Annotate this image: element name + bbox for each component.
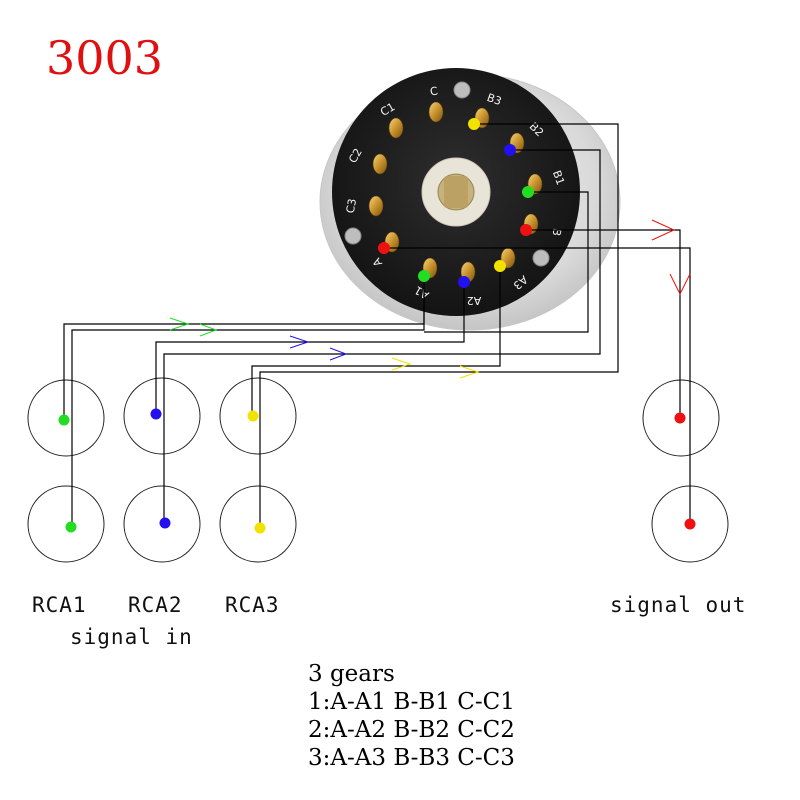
gear-line-2: 2:A-A2 B-B2 C-C2 — [308, 717, 515, 743]
pin-label-c1: C1 — [378, 100, 397, 119]
pin-label-c3: C3 — [344, 198, 359, 215]
switch-shaft-flat — [444, 176, 468, 208]
rca-jacks — [27, 377, 729, 563]
rca2-label: RCA2 — [128, 593, 183, 617]
dot-rca2-top-blue — [150, 408, 162, 420]
rca3-bottom-jack — [219, 485, 297, 563]
wire-b3-rca3-bottom — [259, 123, 619, 528]
dot-out-top-red — [674, 412, 686, 424]
arrow-blue-2 — [329, 347, 348, 361]
gear-table: 3 gears 1:A-A1 B-B1 C-C1 2:A-A2 B-B2 C-C… — [308, 660, 515, 772]
dot-out-bottom-red — [684, 518, 696, 530]
arrow-red-right — [651, 219, 676, 241]
arrow-green-1 — [169, 317, 190, 331]
signal-in-label: signal in — [70, 625, 193, 649]
arrow-blue-1 — [289, 335, 310, 349]
wire-b2-rca2-bottom — [163, 149, 601, 523]
solder-dots — [58, 118, 696, 534]
arrow-yellow-2 — [459, 365, 480, 379]
wire-a-out-bottom — [384, 247, 691, 524]
model-title: 3003 — [46, 31, 164, 85]
dot-a-red — [378, 242, 390, 254]
gear-line-3: 3:A-A3 B-B3 C-C3 — [308, 745, 515, 771]
mounting-screw-right — [532, 249, 550, 267]
dot-b2-blue — [504, 144, 516, 156]
dot-a2-blue — [458, 276, 470, 288]
wire-b-out-top — [526, 229, 681, 418]
rca1-label: RCA1 — [32, 593, 87, 617]
mounting-screw-left — [344, 227, 362, 245]
rca1-bottom-jack — [27, 485, 105, 563]
wire-a1-rca1-bottom — [71, 290, 425, 526]
pin-label-c: C — [429, 84, 439, 98]
pin-c3 — [368, 195, 384, 217]
signal-out-label: signal out — [610, 593, 747, 617]
dot-rca2-bottom-blue — [159, 517, 171, 529]
rca2-bottom-jack — [123, 485, 201, 563]
rca3-label: RCA3 — [225, 593, 280, 617]
gear-line-1: 1:A-A1 B-B1 C-C1 — [308, 689, 515, 715]
pin-label-a2: A2 — [467, 294, 482, 307]
pin-label-b1: B1 — [550, 169, 567, 187]
arrows — [169, 219, 691, 379]
rca2-top-jack — [123, 377, 201, 455]
pin-label-b: B — [549, 227, 563, 237]
dot-b1-green — [522, 186, 534, 198]
wires — [63, 123, 691, 528]
arrow-yellow-1 — [391, 357, 412, 371]
out-top-jack — [642, 379, 720, 457]
arrow-green-2 — [199, 323, 218, 337]
wire-b1-rca1 — [424, 191, 589, 333]
rca1-top-jack — [27, 379, 105, 457]
dot-rca1-top-green — [58, 414, 70, 426]
pin-label-c2: C2 — [346, 146, 365, 165]
dot-rca3-bottom-yellow — [254, 522, 266, 534]
wire-a2-rca2-top — [155, 282, 465, 414]
dot-b3-yellow — [468, 118, 480, 130]
dot-rca3-top-yellow — [247, 410, 259, 422]
pin-c — [428, 101, 444, 123]
arrow-red-down — [669, 273, 691, 296]
dot-a1-green — [418, 270, 430, 282]
wire-a3-rca3-top — [251, 266, 501, 416]
gear-heading: 3 gears — [308, 661, 395, 687]
pin-label-a1: A1 — [412, 283, 431, 302]
dot-a3-yellow — [494, 260, 506, 272]
dot-rca1-bottom-green — [65, 521, 77, 533]
mounting-screw-top — [453, 81, 471, 99]
rca3-top-jack — [219, 377, 297, 455]
pin-c2 — [372, 153, 388, 175]
dot-b-red — [520, 224, 532, 236]
pin-label-b3: B3 — [485, 91, 503, 108]
pin-c1 — [388, 117, 404, 139]
